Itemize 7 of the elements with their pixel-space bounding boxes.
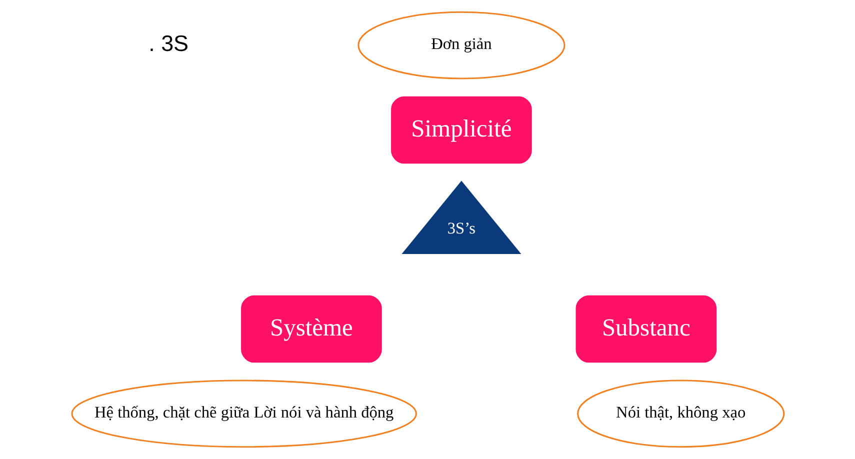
node-box: Système xyxy=(240,295,382,363)
node-box: Simplicité xyxy=(390,96,532,164)
node-ellipse: Đơn giản xyxy=(357,11,565,80)
node-ellipse: Nói thật, không xạo xyxy=(576,380,784,448)
node-box: Substanc xyxy=(575,295,716,363)
node-ellipse: Hệ thống, chặt chẽ giữa Lời nói và hành động xyxy=(70,380,416,448)
label: . 3S xyxy=(148,31,188,56)
